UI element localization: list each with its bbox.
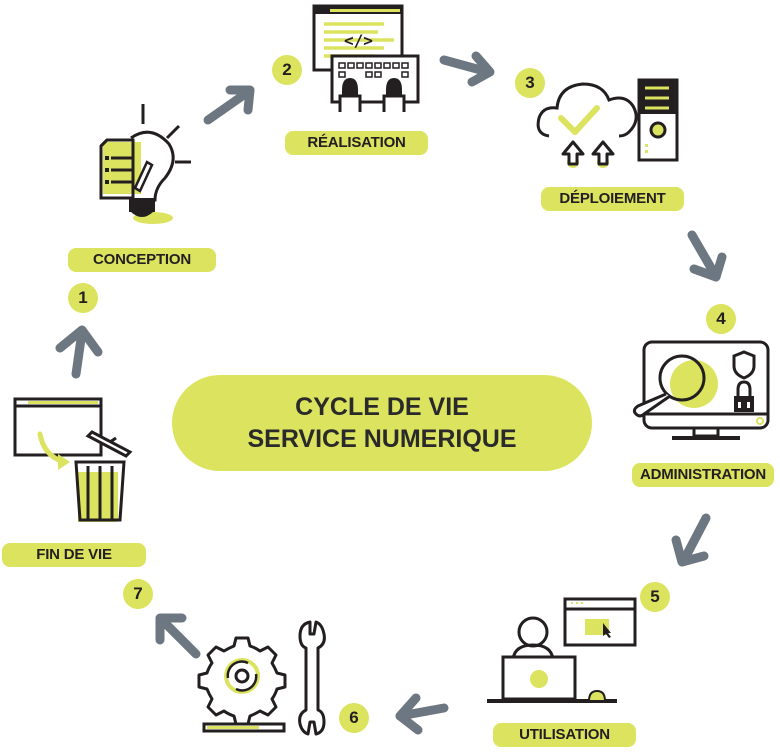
step-number-1: 1 bbox=[68, 283, 98, 313]
gear-wrench-icon bbox=[197, 620, 326, 736]
monitor-security-icon bbox=[632, 340, 770, 440]
arrow-3-to-4 bbox=[687, 230, 727, 282]
cycle-title-line1: CYCLE DE VIE bbox=[295, 393, 469, 421]
arrow-1-to-2 bbox=[203, 85, 255, 125]
cycle-title-line2: SERVICE NUMERIQUE bbox=[247, 425, 517, 453]
step-label-utilisation: UTILISATION bbox=[493, 723, 636, 747]
arrow-6-to-7 bbox=[155, 613, 201, 659]
step-number-4: 4 bbox=[706, 304, 736, 334]
code-keyboard-icon: </> bbox=[312, 4, 420, 112]
arrow-4-to-5 bbox=[671, 513, 711, 567]
step-number-2: 2 bbox=[272, 55, 302, 85]
step-number-3: 3 bbox=[515, 68, 545, 98]
cycle-title: CYCLE DE VIE SERVICE NUMERIQUE bbox=[172, 375, 592, 471]
step-number-5: 5 bbox=[640, 582, 670, 612]
arrow-7-to-1 bbox=[55, 325, 103, 379]
step-label-administration: ADMINISTRATION bbox=[632, 463, 774, 487]
step-label-deploiement: DÉPLOIEMENT bbox=[541, 187, 684, 211]
step-label-fin-de-vie: FIN DE VIE bbox=[2, 543, 146, 567]
code-tag-text: </> bbox=[344, 31, 373, 50]
cloud-server-icon bbox=[536, 78, 679, 168]
lightbulb-document-icon bbox=[99, 104, 191, 224]
step-label-conception: CONCEPTION bbox=[68, 248, 216, 272]
step-label-realisation: RÉALISATION bbox=[285, 131, 428, 155]
user-laptop-icon bbox=[487, 597, 637, 703]
step-number-7: 7 bbox=[123, 579, 153, 609]
arrow-5-to-6 bbox=[395, 693, 449, 735]
arrow-2-to-3 bbox=[439, 51, 495, 87]
step-number-6: 6 bbox=[339, 703, 369, 733]
window-trash-icon bbox=[13, 397, 133, 522]
